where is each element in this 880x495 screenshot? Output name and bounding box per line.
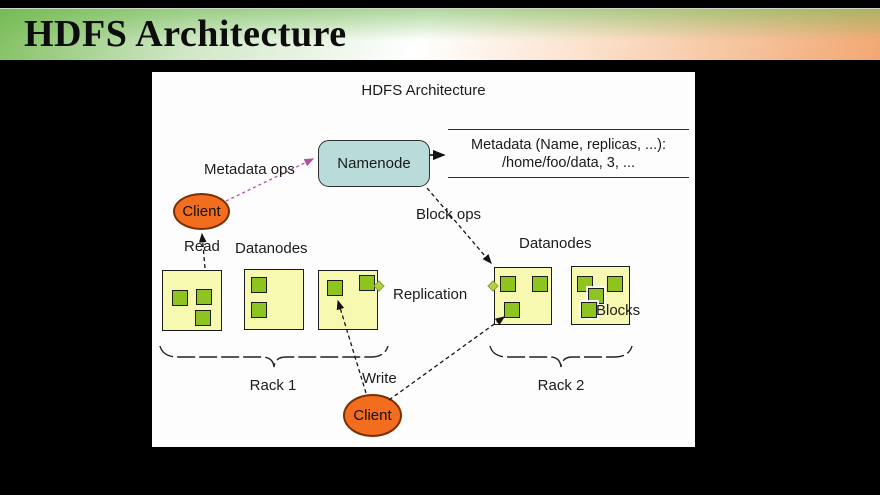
client-ellipse-bottom: Client — [343, 394, 402, 437]
metadata-note: Metadata (Name, replicas, ...): /home/fo… — [448, 129, 689, 178]
datanode-box-rack2-1 — [494, 267, 552, 325]
block-ops-arrow — [426, 187, 492, 264]
blocks-label: Blocks — [596, 302, 641, 319]
block — [327, 280, 343, 296]
namenode-label: Namenode — [337, 155, 411, 172]
block — [579, 300, 599, 320]
block — [251, 277, 267, 293]
datanodes-left-label: Datanodes — [235, 240, 308, 257]
metadata-ops-label: Metadata ops — [204, 161, 295, 178]
datanodes-right-label: Datanodes — [519, 235, 592, 252]
block — [196, 289, 212, 305]
client-ellipse-top: Client — [173, 193, 230, 230]
namenode-box: Namenode — [318, 140, 430, 187]
metadata-note-line2: /home/foo/data, 3, ... — [502, 154, 635, 171]
block-ops-label: Block ops — [416, 206, 482, 223]
diagram-title: HDFS Architecture — [361, 82, 486, 99]
block — [195, 310, 211, 326]
rack2-label: Rack 2 — [537, 377, 585, 394]
block — [500, 276, 516, 292]
block — [172, 290, 188, 306]
client-top-label: Client — [182, 203, 221, 220]
block — [607, 276, 623, 292]
datanode-box-rack1-3 — [318, 270, 378, 330]
datanode-box-rack1-2 — [244, 269, 304, 330]
datanode-box-rack2-2 — [571, 266, 630, 325]
block — [532, 276, 548, 292]
rack1-label: Rack 1 — [249, 377, 297, 394]
slide-title: HDFS Architecture — [24, 13, 347, 55]
rack2-brace — [489, 345, 633, 368]
datanode-box-rack1-1 — [162, 270, 222, 331]
write-arrow-rack2 — [388, 316, 506, 401]
replication-label: Replication — [393, 286, 468, 303]
rack1-brace — [159, 345, 389, 368]
read-label: Read — [184, 238, 220, 255]
client-bottom-label: Client — [353, 407, 392, 424]
metadata-note-line1: Metadata (Name, replicas, ...): — [470, 136, 666, 153]
hdfs-architecture-diagram: Namenode Metadata (Name, replicas, ...):… — [152, 72, 695, 447]
write-label: Write — [362, 370, 397, 387]
block — [359, 275, 375, 291]
block — [251, 302, 267, 318]
block — [504, 302, 520, 318]
slide-title-banner: HDFS Architecture — [0, 8, 880, 60]
